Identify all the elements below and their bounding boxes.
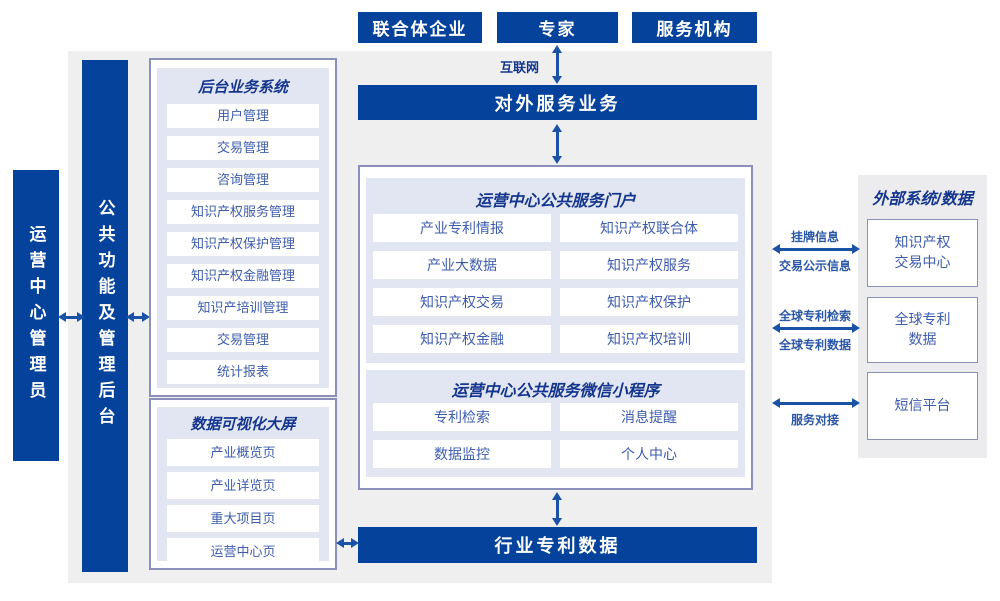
external-box-ip-trading-center: 知识产权 交易中心 xyxy=(867,219,978,287)
dataviz-title: 数据可视化大屏 xyxy=(190,416,296,433)
global-patent-search-label: 全球专利检索 xyxy=(778,309,851,323)
center-panel: 运营中心公共服务门户 产业专利情报 知识产权联合体 产业大数据 知识产权服务 知… xyxy=(358,165,753,490)
portal-item: 知识产权保护 xyxy=(560,288,738,316)
external-box-sms-platform: 短信平台 xyxy=(867,372,978,440)
portal-subpanel: 运营中心公共服务门户 产业专利情报 知识产权联合体 产业大数据 知识产权服务 知… xyxy=(366,178,745,363)
portal-title: 运营中心公共服务门户 xyxy=(475,193,636,210)
backoffice-list: 用户管理 交易管理 咨询管理 知识产权服务管理 知识产权保护管理 知识产权金融管… xyxy=(167,104,319,384)
miniprogram-subpanel: 运营中心公共服务微信小程序 专利检索 消息提醒 数据监控 个人中心 xyxy=(366,370,745,477)
external-service-banner: 对外服务业务 xyxy=(358,85,757,120)
miniprogram-grid: 专利检索 消息提醒 数据监控 个人中心 xyxy=(373,403,738,468)
backoffice-item: 咨询管理 xyxy=(167,168,319,192)
public-backend-bar: 公共功能及管理后台 xyxy=(82,60,128,572)
backoffice-item: 知识产权保护管理 xyxy=(167,232,319,256)
internet-label: 互联网 xyxy=(500,60,540,75)
external-box-global-patent-data: 全球专利 数据 xyxy=(867,297,978,363)
portal-item: 知识产权金融 xyxy=(373,325,551,353)
admin-backend-double-arrow xyxy=(58,312,85,322)
dataviz-panel: 数据可视化大屏 产业概览页 产业详览页 重大项目页 运营中心页 xyxy=(149,398,337,570)
miniprogram-item: 数据监控 xyxy=(373,440,551,468)
miniprogram-item: 消息提醒 xyxy=(560,403,738,431)
listing-info-label: 挂牌信息 xyxy=(790,230,839,244)
actor-experts: 专家 xyxy=(497,12,618,43)
backend-panel-double-arrow xyxy=(126,312,150,322)
dataviz-item: 运营中心页 xyxy=(167,538,319,565)
global-patent-data-label: 全球专利数据 xyxy=(778,338,851,352)
dataviz-patentdata-double-arrow xyxy=(336,538,359,548)
dataviz-item: 产业概览页 xyxy=(167,439,319,466)
external-systems-title: 外部系统/数据 xyxy=(872,191,973,208)
miniprogram-item: 个人中心 xyxy=(560,440,738,468)
actor-consortium-enterprises: 联合体企业 xyxy=(358,12,482,43)
service-connect-label: 服务对接 xyxy=(790,413,839,427)
backoffice-item: 交易管理 xyxy=(167,328,319,352)
dataviz-list: 产业概览页 产业详览页 重大项目页 运营中心页 xyxy=(167,439,319,565)
internet-double-arrow xyxy=(552,45,562,84)
backoffice-item: 交易管理 xyxy=(167,136,319,160)
actor-service-agencies: 服务机构 xyxy=(632,12,757,43)
portal-item: 产业大数据 xyxy=(373,251,551,279)
backoffice-item: 知识产权金融管理 xyxy=(167,264,319,288)
portal-item: 知识产权培训 xyxy=(560,325,738,353)
portal-item: 知识产权交易 xyxy=(373,288,551,316)
ip-trading-double-arrow xyxy=(772,244,860,254)
backoffice-title: 后台业务系统 xyxy=(197,79,288,96)
dataviz-item: 重大项目页 xyxy=(167,505,319,532)
portal-grid: 产业专利情报 知识产权联合体 产业大数据 知识产权服务 知识产权交易 知识产权保… xyxy=(373,214,738,353)
backoffice-item: 用户管理 xyxy=(167,104,319,128)
banner-portal-double-arrow xyxy=(552,124,562,164)
industry-patent-data-banner: 行业专利数据 xyxy=(358,527,757,563)
miniprogram-item: 专利检索 xyxy=(373,403,551,431)
portal-item: 知识产权服务 xyxy=(560,251,738,279)
global-patent-double-arrow xyxy=(772,323,860,333)
miniprogram-title: 运营中心公共服务微信小程序 xyxy=(451,383,660,400)
backoffice-item: 知识产培训管理 xyxy=(167,296,319,320)
dataviz-item: 产业详览页 xyxy=(167,472,319,499)
trade-publicity-label: 交易公示信息 xyxy=(778,259,851,273)
backoffice-item: 统计报表 xyxy=(167,360,319,384)
sms-double-arrow xyxy=(772,398,860,408)
admin-role-bar: 运营中心管理员 xyxy=(13,170,59,461)
backoffice-panel: 后台业务系统 用户管理 交易管理 咨询管理 知识产权服务管理 知识产权保护管理 … xyxy=(149,58,337,397)
backoffice-item: 知识产权服务管理 xyxy=(167,200,319,224)
portal-item: 知识产权联合体 xyxy=(560,214,738,242)
portal-item: 产业专利情报 xyxy=(373,214,551,242)
portal-patentdata-double-arrow xyxy=(552,492,562,526)
